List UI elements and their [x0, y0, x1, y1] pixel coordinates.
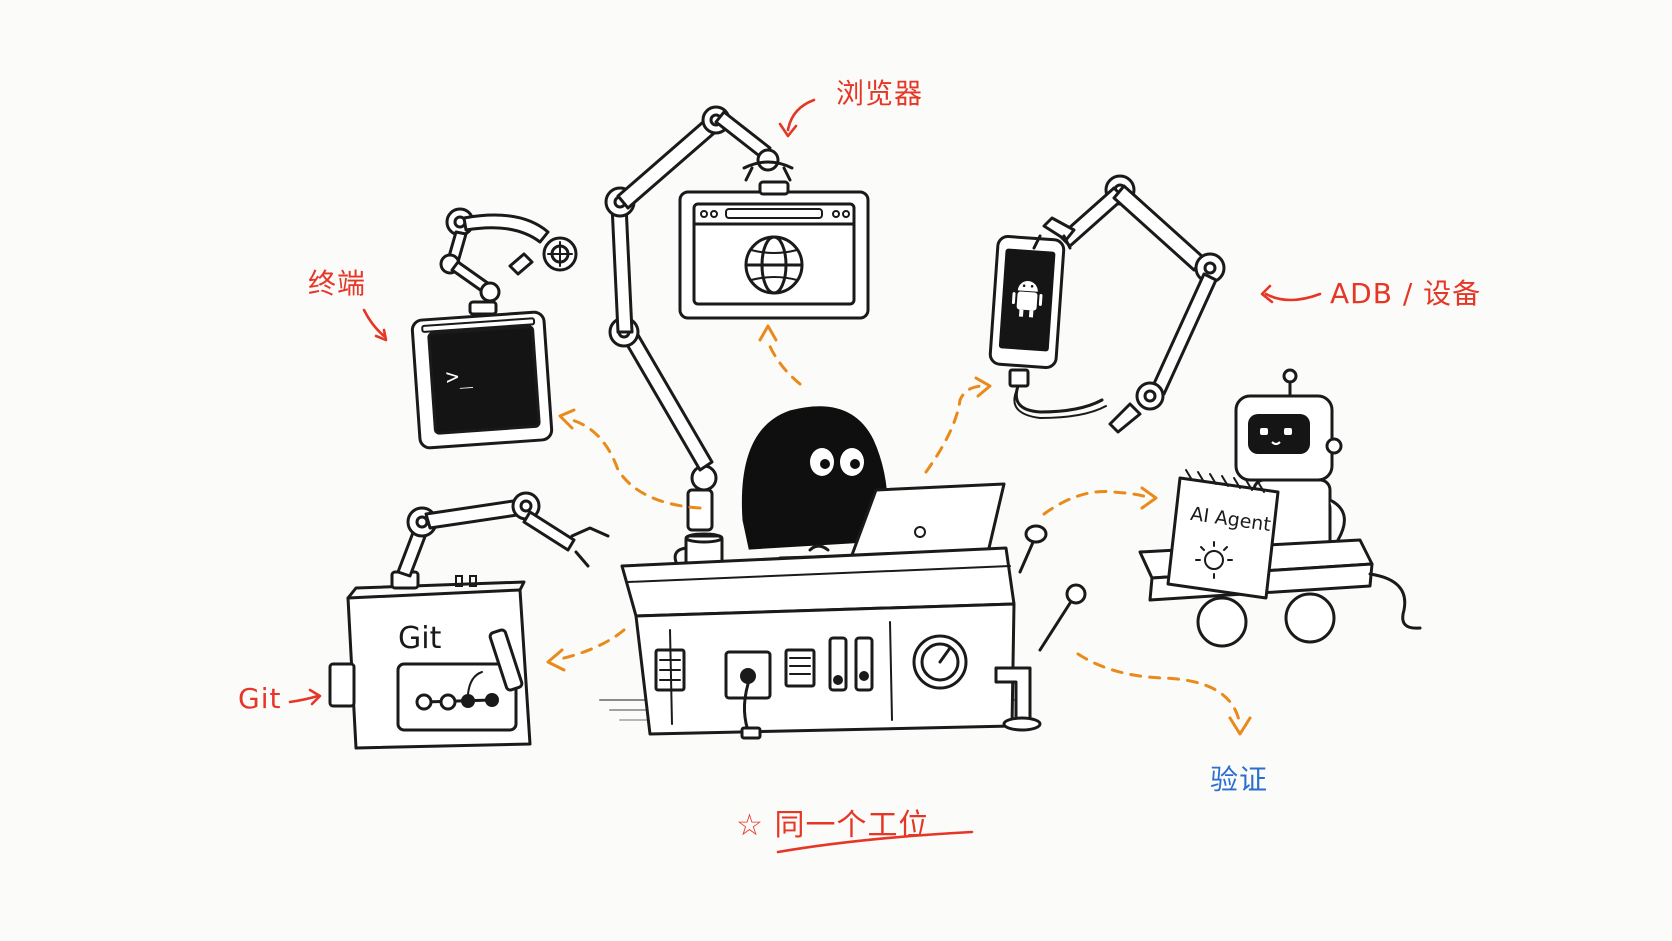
terminal-window: >_: [410, 300, 554, 450]
label-pointers: [288, 98, 1322, 854]
desk: [620, 524, 1087, 740]
terminal-robot-arm: [439, 207, 578, 303]
globe-icon: [744, 235, 804, 295]
ai-agent-robot: AI Agent: [1138, 368, 1422, 648]
browser-robot-arm: [604, 105, 794, 532]
workstation-caption-text: 同一个工位: [774, 808, 930, 843]
sun-face-icon: [1195, 541, 1233, 579]
verify-label: 验证: [1210, 763, 1269, 796]
git-graph-icon: [415, 671, 499, 711]
desk-sliders: [828, 636, 874, 692]
star-icon: ☆: [736, 808, 764, 843]
android-icon: [1011, 281, 1043, 318]
svg-text:Git: Git: [398, 621, 442, 656]
browser-window: [678, 180, 870, 320]
ai-agent-notebook: AI Agent: [1166, 469, 1280, 600]
git-label: Git: [238, 682, 282, 715]
browser-label: 浏览器: [836, 77, 924, 110]
git-robot-arm: [390, 491, 610, 590]
git-box: Git: [328, 575, 532, 750]
flow-arrows: [546, 324, 1252, 736]
terminal-label: 终端: [308, 267, 367, 300]
workstation-caption: ☆ 同一个工位: [736, 800, 929, 844]
desk-vent: [784, 648, 816, 688]
adb-robot-arm: [1032, 174, 1226, 434]
android-phone: [988, 235, 1107, 420]
adb-device-label: ADB / 设备: [1330, 277, 1482, 310]
gauge-icon: [912, 634, 968, 690]
terminal-icon: >_: [445, 364, 474, 391]
